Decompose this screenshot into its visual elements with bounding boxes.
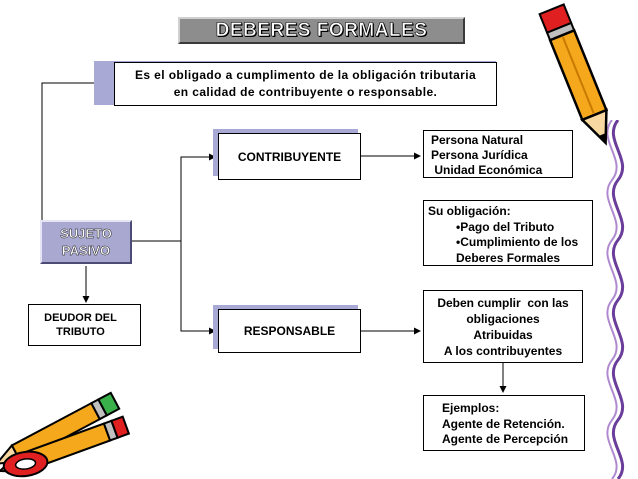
responsable-label: RESPONSABLE xyxy=(243,324,336,338)
ejemplos-heading: Ejemplos: xyxy=(442,401,500,415)
definition-box: Es el obligado a cumplimento de la oblig… xyxy=(114,62,497,106)
deudor-line-1: DEUDOR DEL xyxy=(44,312,117,324)
contribuyente-box: CONTRIBUYENTE xyxy=(218,133,361,180)
ejemplos-item: Agente de Percepción xyxy=(442,432,569,446)
deudor-box: DEUDOR DEL TRIBUTO xyxy=(28,304,141,346)
wavy-border xyxy=(606,120,625,479)
page-title: DEBERES FORMALES xyxy=(215,19,428,41)
pencil-icon xyxy=(538,3,609,146)
deben-line: Atribuidas xyxy=(473,327,533,342)
obligacion-item: Deberes Formales xyxy=(456,250,561,265)
contribuyente-label: CONTRIBUYENTE xyxy=(237,149,342,164)
persona-box: Persona Natural Persona Jurídica Unidad … xyxy=(423,130,573,178)
definition-line-2: en calidad de contribuyente o responsabl… xyxy=(173,85,438,99)
sujeto-pasivo-box: SUJETO PASIVO xyxy=(40,220,132,264)
obligacion-heading: Su obligación: xyxy=(428,204,511,218)
responsable-box: RESPONSABLE xyxy=(218,309,361,353)
ejemplos-box: Ejemplos: Agente de Retención. Agente de… xyxy=(423,395,585,451)
obligacion-item: •Pago del Tributo xyxy=(456,219,555,234)
ejemplos-item: Agente de Retención. xyxy=(442,416,565,431)
deben-line: Deben cumplir con las xyxy=(437,295,569,310)
pencils-icon xyxy=(0,391,131,478)
persona-item: Persona Jurídica xyxy=(431,148,528,162)
deben-box: Deben cumplir con las obligaciones Atrib… xyxy=(423,290,583,363)
sujeto-line-2: PASIVO xyxy=(61,243,111,258)
sujeto-line-1: SUJETO xyxy=(60,226,112,241)
deben-line: A los contribuyentes xyxy=(443,343,563,358)
persona-item: Unidad Económica xyxy=(431,163,543,177)
obligacion-box: Su obligación: •Pago del Tributo •Cumpli… xyxy=(423,200,593,266)
title-banner: DEBERES FORMALES xyxy=(178,17,465,44)
deben-line: obligaciones xyxy=(466,311,540,326)
obligacion-item: •Cumplimiento de los xyxy=(456,235,579,249)
deudor-line-2: TRIBUTO xyxy=(56,326,105,338)
definition-line-1: Es el obligado a cumplimento de la oblig… xyxy=(134,68,477,82)
persona-item: Persona Natural xyxy=(431,133,524,147)
